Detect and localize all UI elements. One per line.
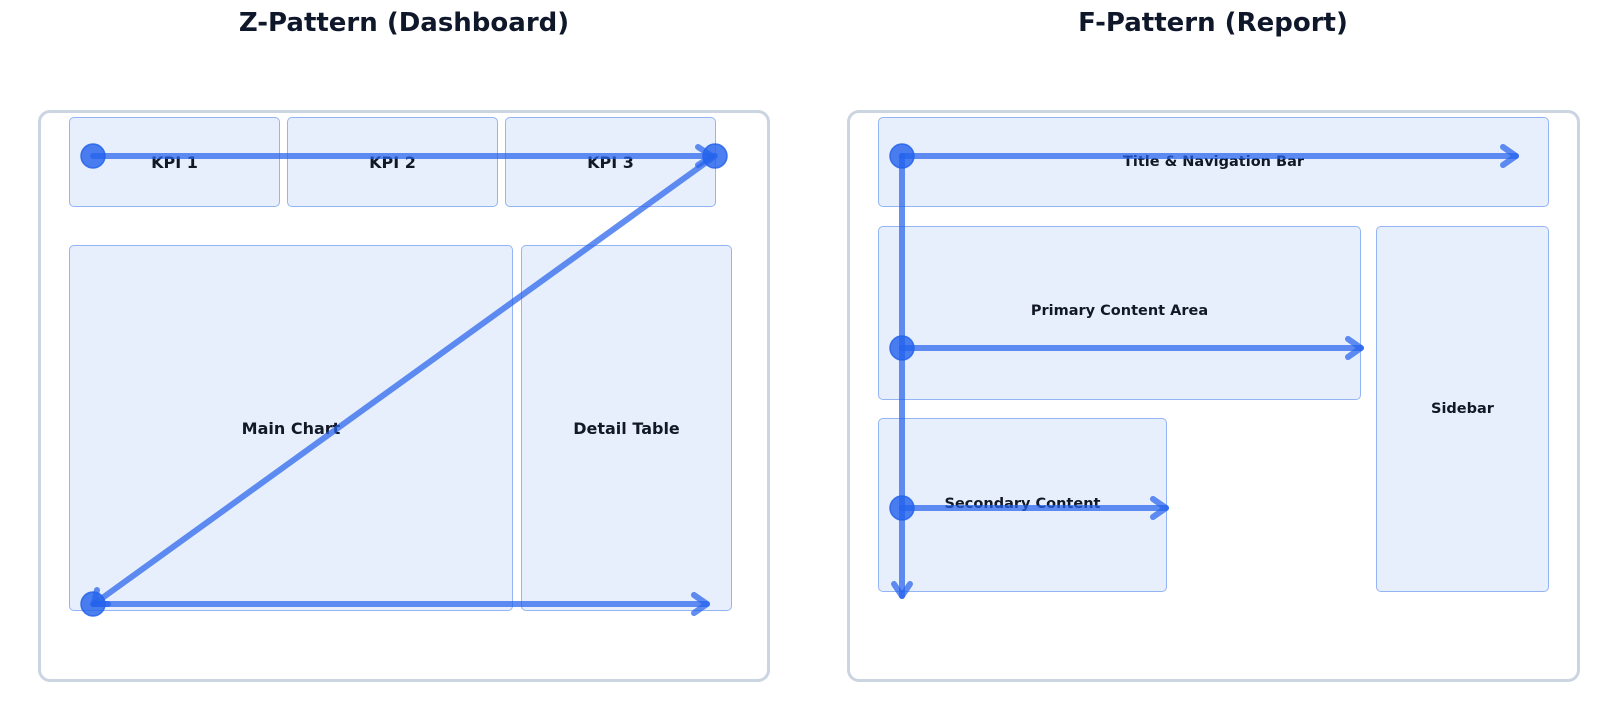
secondary-content-box: Secondary Content — [878, 418, 1167, 592]
main-chart-box: Main Chart — [69, 245, 513, 611]
kpi-1-box: KPI 1 — [69, 117, 280, 207]
kpi-3-label: KPI 3 — [587, 152, 634, 172]
primary-content-label: Primary Content Area — [1030, 303, 1209, 319]
main-chart-label: Main Chart — [241, 418, 341, 438]
f-pattern-title: F-Pattern (Report) — [1078, 8, 1348, 38]
secondary-content-label: Secondary Content — [944, 496, 1101, 512]
z-pattern-title: Z-Pattern (Dashboard) — [238, 8, 570, 38]
sidebar-box: Sidebar — [1376, 226, 1549, 592]
title-nav-bar-label: Title & Navigation Bar — [1122, 154, 1305, 170]
kpi-2-box: KPI 2 — [287, 117, 498, 207]
detail-table-label: Detail Table — [573, 418, 680, 438]
kpi-3-box: KPI 3 — [505, 117, 716, 207]
kpi-1-label: KPI 1 — [151, 152, 198, 172]
primary-content-box: Primary Content Area — [878, 226, 1361, 400]
kpi-2-label: KPI 2 — [369, 152, 416, 172]
title-nav-bar-box: Title & Navigation Bar — [878, 117, 1549, 207]
detail-table-box: Detail Table — [521, 245, 732, 611]
sidebar-label: Sidebar — [1431, 401, 1494, 417]
